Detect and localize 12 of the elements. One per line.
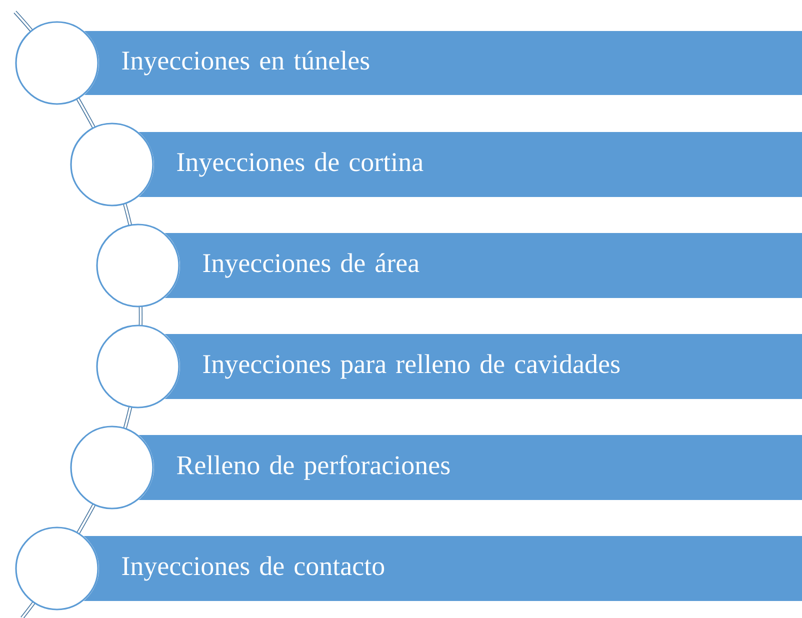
bullet-circle <box>96 324 180 408</box>
bullet-circle <box>96 224 180 308</box>
bullet-circle <box>70 426 154 510</box>
bullet-circle <box>70 122 154 206</box>
list-bar: Inyecciones de contacto <box>84 536 802 601</box>
list-bar: Relleno de perforaciones <box>138 435 802 500</box>
list-bar: Inyecciones de cortina <box>138 132 802 197</box>
list-bar: Inyecciones de área <box>164 233 802 298</box>
bullet-circle <box>15 526 99 610</box>
list-bar: Inyecciones para relleno de cavidades <box>164 334 802 399</box>
bullet-circle <box>15 21 99 105</box>
list-bar: Inyecciones en túneles <box>84 31 802 95</box>
